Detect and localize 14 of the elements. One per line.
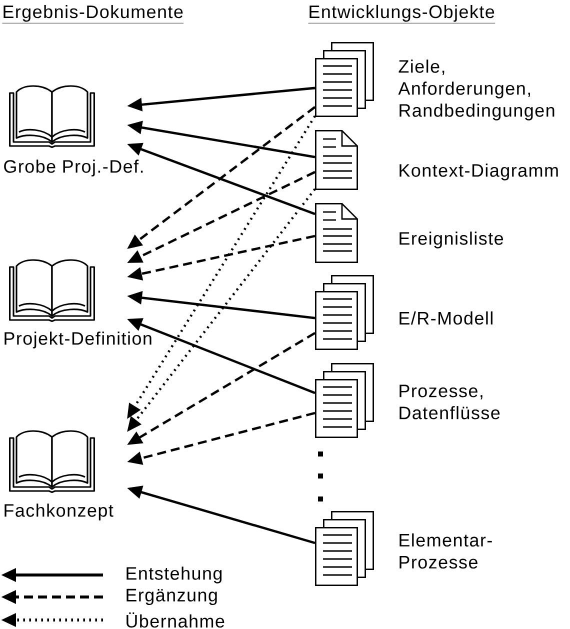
document-label: Prozesse, Datenflüsse bbox=[400, 384, 500, 420]
column-heading: Ergebnis-Dokumente bbox=[2, 4, 184, 24]
column-heading: Entwicklungs-Objekte bbox=[308, 4, 496, 24]
book-label: Projekt-Definition bbox=[4, 332, 152, 348]
book-label: Fachkonzept bbox=[4, 504, 114, 520]
document-label: Ereignisliste bbox=[400, 232, 504, 248]
document-label: E/R-Modell bbox=[400, 311, 492, 325]
document-label: Elementar- Prozesse bbox=[400, 533, 492, 569]
document-label: Kontext-Diagramm bbox=[400, 164, 558, 180]
legend-label: Entstehung bbox=[126, 566, 222, 584]
document-label: Ziele, Anforderungen, Randbedingungen bbox=[398, 60, 554, 120]
book-label: Grobe Proj.-Def. bbox=[4, 160, 143, 176]
legend-label: Ergänzung bbox=[126, 588, 217, 606]
legend-label: Übernahme bbox=[126, 612, 224, 628]
